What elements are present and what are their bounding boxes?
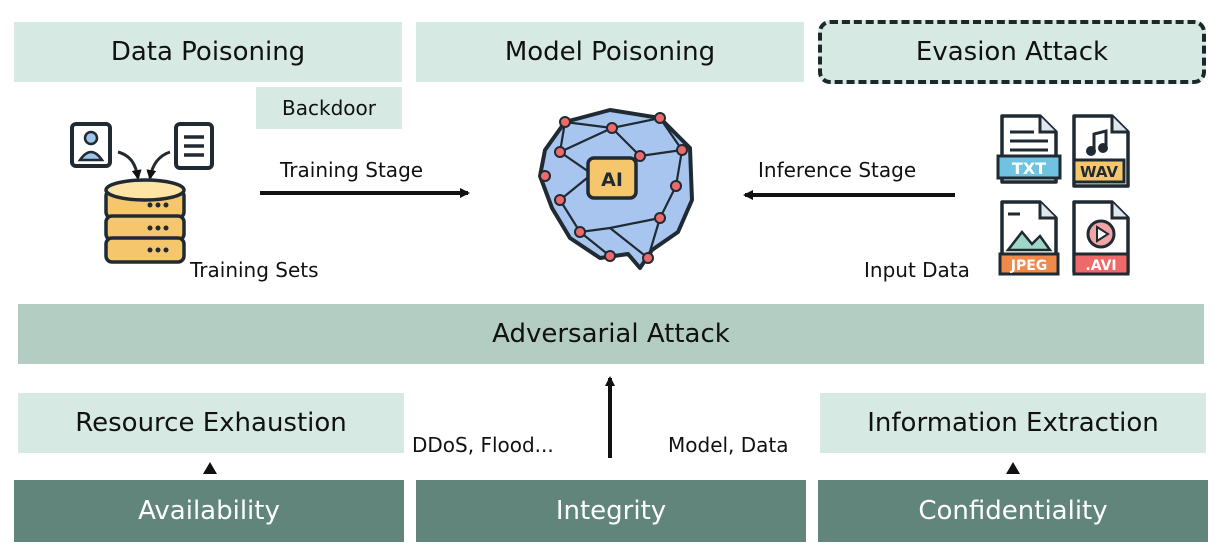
txt-file-icon: TXT xyxy=(996,114,1062,184)
adversarial-attack-box: Adversarial Attack xyxy=(18,304,1204,364)
confidentiality-label: Confidentiality xyxy=(918,496,1108,526)
text-document-icon xyxy=(174,122,214,170)
resource-exhaustion-box: Resource Exhaustion xyxy=(18,393,404,453)
backdoor-box: Backdoor xyxy=(256,87,402,129)
wav-file-icon: WAV xyxy=(1072,114,1130,188)
integrity-box: Integrity xyxy=(416,480,806,542)
availability-up-arrowhead xyxy=(203,462,217,474)
avi-file-label: .AVI xyxy=(1085,258,1116,274)
jpeg-file-label: JPEG xyxy=(1010,258,1048,274)
information-extraction-box: Information Extraction xyxy=(820,393,1206,453)
person-document-icon xyxy=(70,122,112,168)
data-poisoning-label: Data Poisoning xyxy=(110,37,306,67)
training-sets-label: Training Sets xyxy=(190,258,319,282)
merge-arrows xyxy=(117,150,171,180)
ai-brain-icon: AI xyxy=(538,108,694,270)
model-poisoning-box: Model Poisoning xyxy=(416,22,804,82)
model-poisoning-label: Model Poisoning xyxy=(504,37,716,67)
confidentiality-box: Confidentiality xyxy=(818,480,1208,542)
backdoor-label: Backdoor xyxy=(282,96,376,120)
availability-box: Availability xyxy=(14,480,404,542)
information-extraction-label: Information Extraction xyxy=(867,408,1159,438)
model-data-label: Model, Data xyxy=(668,433,789,457)
evasion-attack-label: Evasion Attack xyxy=(915,37,1109,67)
availability-label: Availability xyxy=(138,496,280,526)
wav-file-label: WAV xyxy=(1080,163,1118,181)
resource-exhaustion-label: Resource Exhaustion xyxy=(75,408,347,438)
confidentiality-up-arrowhead xyxy=(1006,462,1020,474)
inference-stage-label: Inference Stage xyxy=(758,158,917,182)
txt-file-label: TXT xyxy=(1012,159,1046,178)
input-data-label: Input Data xyxy=(864,258,970,282)
adversarial-attack-label: Adversarial Attack xyxy=(492,319,730,349)
training-stage-label: Training Stage xyxy=(280,158,424,182)
avi-file-icon: .AVI xyxy=(1072,200,1130,276)
evasion-attack-box: Evasion Attack xyxy=(818,20,1206,84)
integrity-label: Integrity xyxy=(555,496,667,526)
ddos-label: DDoS, Flood... xyxy=(412,433,554,457)
data-poisoning-box: Data Poisoning xyxy=(14,22,402,82)
jpeg-file-icon: JPEG xyxy=(998,200,1060,276)
ai-chip-label: AI xyxy=(601,169,623,191)
database-icon xyxy=(104,178,186,264)
